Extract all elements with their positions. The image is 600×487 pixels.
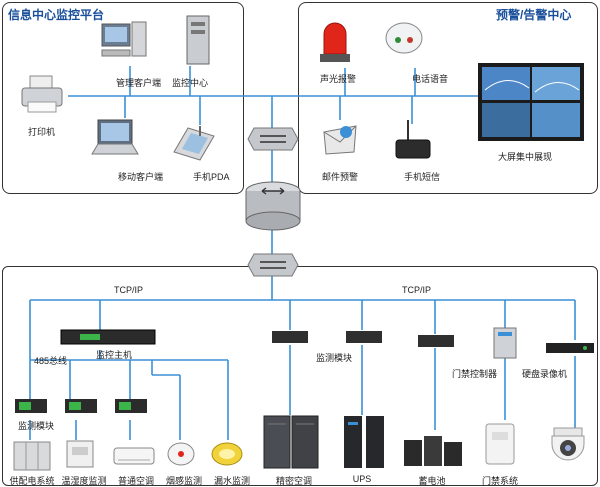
pda-label: 手机PDA [193,172,230,182]
mobile-client-label: 移动客户端 [118,172,164,182]
monitor-center-label: 监控中心 [172,78,209,88]
email-alert-label: 邮件预警 [322,172,359,182]
ac-label: 普通空调 [117,476,155,486]
battery-label: 蓄电池 [418,476,446,486]
power-system-label: 供配电系统 [9,476,55,486]
dvr-label: 硬盘录像机 [522,369,568,379]
alarm-light-icon [320,22,350,62]
phone-icon [385,22,423,54]
server-icon [186,15,210,65]
laptop-icon [91,119,139,155]
dome-camera-icon [551,427,585,461]
door-access-icon [485,423,515,465]
monitor-module-3-icon [115,399,147,413]
temp-humidity-sensor-icon [66,440,94,468]
monitor-module-b-icon [346,331,382,343]
precision-ac-icon [263,415,319,469]
water-leak-sensor-icon [211,442,243,466]
air-conditioner-icon [113,447,155,465]
monitor-module-2-icon [65,399,97,413]
switch-top-icon [247,127,299,151]
printer-icon [21,75,63,113]
ups-icon [344,416,384,468]
phone-voice-label: 电话语音 [412,74,449,84]
email-icon [323,125,357,155]
smoke-detector-icon [167,442,195,466]
workstation-icon [101,21,147,57]
sms-icon [395,120,431,159]
switch-bottom-icon [247,253,299,277]
tcp-ip-right-label: TCP/IP [402,285,432,295]
pda-icon [173,126,215,161]
battery-icon [404,436,462,466]
door-controller-label: 门禁控制器 [452,369,498,379]
temp-humidity-label: 温湿度监测 [61,476,107,486]
dvr-icon [546,343,594,353]
monitor-module-c-icon [418,335,454,347]
monitor-host-icon [60,329,156,345]
monitor-module-1-icon [15,399,47,413]
sms-label: 手机短信 [404,172,441,182]
bus-485-label: 485总线 [34,356,68,366]
precision-ac-label: 精密空调 [275,476,313,486]
door-system-label: 门禁系统 [481,476,519,486]
printer-label: 打印机 [28,127,56,137]
monitor-module-a-icon [272,331,308,343]
monitor-module-right-label: 监测模块 [316,353,353,363]
door-controller-icon [493,327,517,359]
sound-light-alarm-label: 声光报警 [320,74,357,84]
power-cabinet-icon [13,441,51,471]
monitor-platform-title: 信息中心监控平台 [8,8,105,22]
router-icon [245,181,301,231]
water-leak-label: 漏水监测 [213,476,251,486]
monitor-module-left-label: 监测模块 [18,421,55,431]
alarm-center-title: 预警/告警中心 [496,8,572,22]
tcp-ip-left-label: TCP/IP [114,285,144,295]
big-screen-icon [478,63,584,141]
ups-label: UPS [352,474,372,484]
admin-client-label: 管理客户端 [116,78,162,88]
big-screen-label: 大屏集中展现 [498,152,553,162]
monitor-host-label: 监控主机 [96,350,133,360]
smoke-label: 烟感监测 [165,476,203,486]
